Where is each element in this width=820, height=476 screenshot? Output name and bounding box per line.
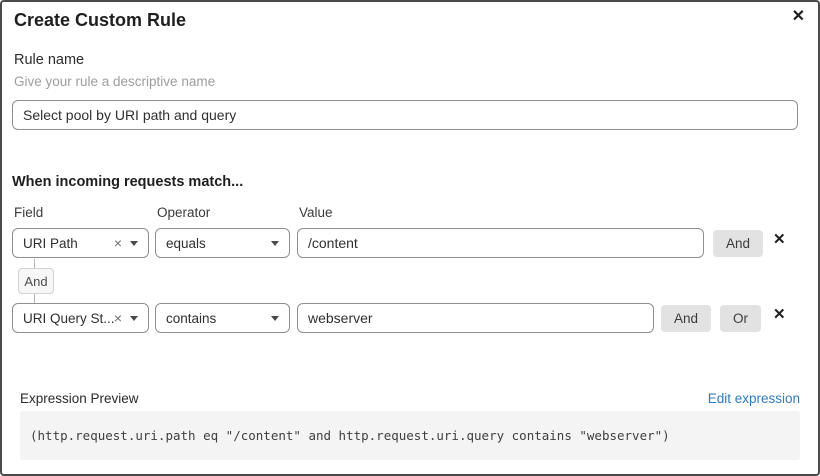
expression-preview-label: Expression Preview	[20, 391, 139, 406]
connector-and-badge: And	[18, 268, 54, 294]
expression-code: (http.request.uri.path eq "/content" and…	[30, 428, 670, 443]
chevron-down-icon	[130, 315, 138, 321]
field-select-row2[interactable]: URI Query St... ×	[12, 303, 149, 333]
field-select-row1[interactable]: URI Path ×	[12, 228, 149, 258]
edit-expression-link[interactable]: Edit expression	[707, 391, 800, 406]
clear-icon[interactable]: ×	[113, 310, 122, 326]
chevron-down-icon	[130, 240, 138, 246]
value-input-row1[interactable]	[297, 228, 704, 258]
dialog-title: Create Custom Rule	[14, 10, 187, 30]
and-button-row2[interactable]: And	[661, 305, 712, 332]
connector-line-bottom	[34, 294, 35, 303]
close-icon[interactable]: ✕	[791, 8, 805, 25]
or-button-row2[interactable]: Or	[720, 305, 761, 332]
remove-row2-icon[interactable]: ✕	[773, 306, 786, 323]
remove-row1-icon[interactable]: ✕	[773, 231, 786, 248]
expression-code-block: (http.request.uri.path eq "/content" and…	[20, 411, 800, 460]
and-button-row1[interactable]: And	[713, 230, 764, 257]
column-label-operator: Operator	[157, 205, 211, 220]
field-select-row1-value: URI Path	[23, 235, 78, 251]
chevron-down-icon	[271, 240, 279, 246]
chevron-down-icon	[271, 315, 279, 321]
connector-line-top	[34, 259, 35, 268]
column-label-value: Value	[299, 205, 333, 220]
operator-select-row1-value: equals	[166, 235, 206, 251]
rule-name-helper: Give your rule a descriptive name	[14, 74, 216, 89]
operator-select-row1[interactable]: equals	[155, 228, 290, 258]
rule-name-input[interactable]	[12, 100, 798, 130]
operator-select-row2[interactable]: contains	[155, 303, 290, 333]
clear-icon[interactable]: ×	[113, 235, 122, 251]
rule-name-label: Rule name	[14, 52, 85, 68]
matcher-heading: When incoming requests match...	[12, 174, 244, 190]
column-label-field: Field	[14, 205, 44, 220]
field-select-row2-value: URI Query St...	[23, 310, 114, 326]
value-input-row2[interactable]	[297, 303, 654, 333]
operator-select-row2-value: contains	[166, 310, 217, 326]
